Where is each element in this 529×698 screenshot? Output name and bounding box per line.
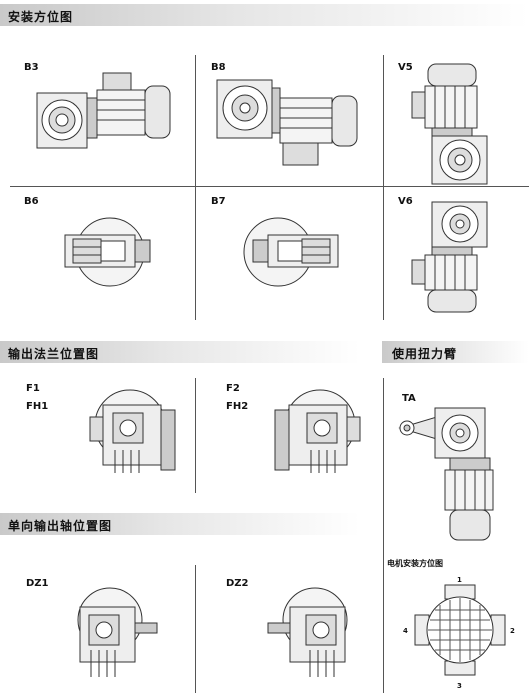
torque-arm-drawing (395, 398, 515, 553)
label-fh1: FH1 (26, 401, 49, 412)
grid-divider (195, 565, 196, 693)
b3-gear-motor-drawing (35, 68, 175, 158)
label-dz2: DZ2 (226, 578, 249, 589)
label-f1: F1 (26, 383, 40, 394)
grid-divider (10, 186, 529, 187)
grid-divider (383, 378, 384, 693)
motor-position-diagram (410, 580, 510, 680)
dz2-shaft-drawing (260, 585, 360, 685)
label-fh2: FH2 (226, 401, 249, 412)
label-ta: TA (402, 393, 416, 404)
f2-flange-drawing (265, 385, 365, 485)
section-band-flange (0, 341, 360, 363)
section-title-flange: 输出法兰位置图 (8, 347, 100, 361)
motor-position-2: 2 (510, 627, 515, 635)
v6-gear-motor-drawing (410, 200, 500, 315)
section-title-install: 安装方位图 (8, 10, 74, 24)
f1-flange-drawing (85, 385, 185, 485)
v5-gear-motor-drawing (410, 62, 500, 187)
motor-diagram-title: 电机安装方位图 (387, 559, 443, 568)
grid-divider (195, 55, 196, 320)
label-b7: B7 (211, 196, 226, 207)
label-v6: V6 (398, 196, 413, 207)
section-band-torque-arm (382, 341, 529, 363)
b7-gear-motor-drawing (238, 215, 348, 290)
section-band-shaft (0, 513, 360, 535)
grid-divider (195, 378, 196, 493)
grid-divider (383, 55, 384, 320)
label-dz1: DZ1 (26, 578, 49, 589)
label-f2: F2 (226, 383, 240, 394)
motor-position-1: 1 (457, 576, 462, 584)
label-v5: V5 (398, 62, 413, 73)
section-band-install (0, 4, 529, 26)
label-b3: B3 (24, 62, 39, 73)
b8-gear-motor-drawing (215, 78, 360, 188)
label-b6: B6 (24, 196, 39, 207)
motor-position-4: 4 (403, 627, 408, 635)
section-title-shaft: 单向输出轴位置图 (8, 519, 113, 533)
b6-gear-motor-drawing (55, 215, 165, 290)
label-b8: B8 (211, 62, 226, 73)
section-title-torque-arm: 使用扭力臂 (392, 347, 458, 361)
motor-position-3: 3 (457, 682, 462, 690)
dz1-shaft-drawing (65, 585, 165, 685)
